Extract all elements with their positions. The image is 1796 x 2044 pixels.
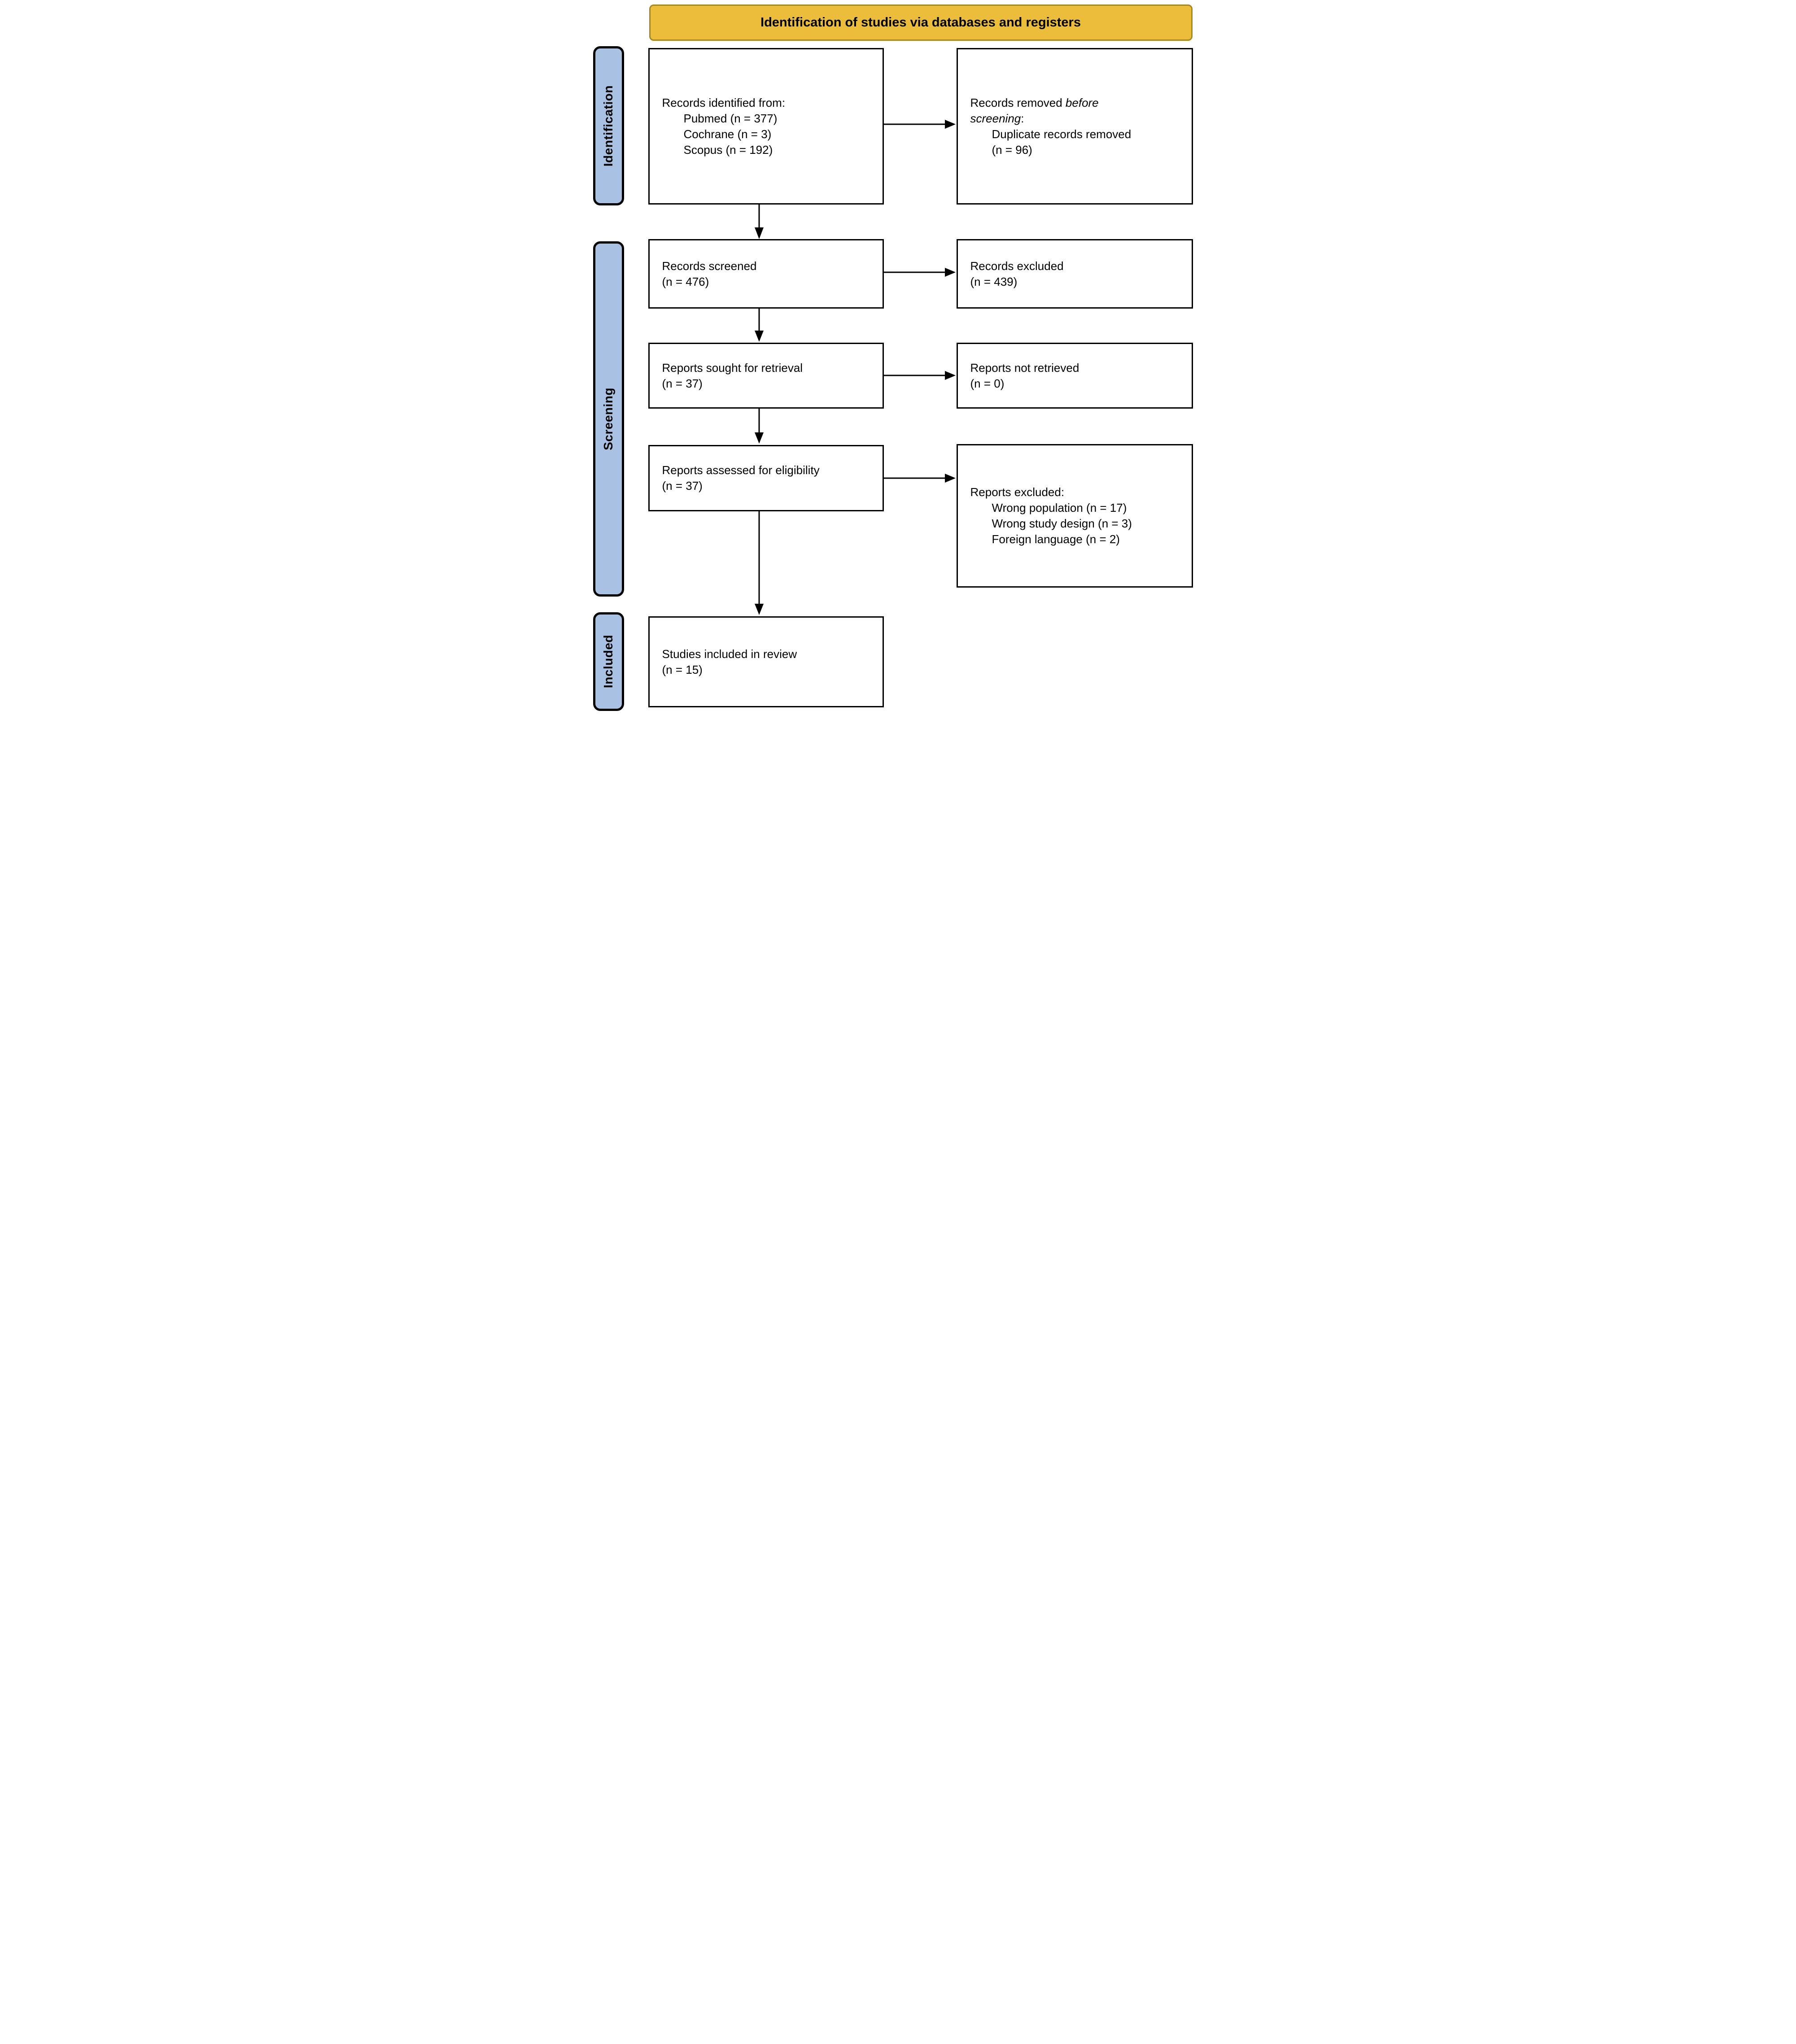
text-segment-italic: screening xyxy=(970,111,1021,125)
text-line: (n = 476) xyxy=(662,275,709,288)
arrowhead-sought-to-not-retrieved xyxy=(944,371,956,380)
text-line: Studies included in review xyxy=(662,647,797,661)
text-segment: : xyxy=(1021,111,1024,125)
text-line: Wrong study design (n = 3) xyxy=(992,517,1132,530)
text-line: Records excluded xyxy=(970,259,1064,273)
arrowhead-screened-to-sought xyxy=(754,331,764,342)
box-reports-assessed: Reports assessed for eligibility (n = 37… xyxy=(648,445,884,511)
text-segment: Records removed xyxy=(970,96,1066,109)
text-line: Records identified from: xyxy=(662,96,786,109)
stage-label-identification-text: Identification xyxy=(601,85,615,167)
banner-title-text: Identification of studies via databases … xyxy=(760,15,1081,30)
text-line: (n = 15) xyxy=(662,662,703,676)
text-line: Reports assessed for eligibility xyxy=(662,463,820,477)
box-records-removed: Records removed before screening: Duplic… xyxy=(956,48,1193,205)
box-reports-not-retrieved: Reports not retrieved (n = 0) xyxy=(956,343,1193,409)
stage-label-identification: Identification xyxy=(593,46,624,205)
text-line: Scopus (n = 192) xyxy=(683,143,773,157)
text-line: Pubmed (n = 377) xyxy=(683,111,778,125)
stage-label-included-text: Included xyxy=(601,635,615,689)
text-line: (n = 37) xyxy=(662,376,703,390)
stage-label-screening-text: Screening xyxy=(601,388,615,450)
arrowhead-assessed-to-included xyxy=(754,604,764,615)
text-line: Duplicate records removed xyxy=(992,127,1132,141)
arrowhead-identified-to-screened xyxy=(754,227,764,239)
text-line: screening: xyxy=(970,111,1185,126)
text-segment-italic: before xyxy=(1065,96,1099,109)
text-line: Records screened xyxy=(662,259,757,273)
banner-title: Identification of studies via databases … xyxy=(649,4,1193,41)
box-studies-included: Studies included in review (n = 15) xyxy=(648,616,884,707)
text-line: (n = 0) xyxy=(970,376,1005,390)
arrowhead-sought-to-assessed xyxy=(754,432,764,444)
box-records-identified: Records identified from: Pubmed (n = 377… xyxy=(648,48,884,205)
text-line: Foreign language (n = 2) xyxy=(992,532,1120,546)
arrowhead-screened-to-excluded xyxy=(944,268,956,277)
box-reports-excluded: Reports excluded: Wrong population (n = … xyxy=(956,444,1193,588)
box-records-excluded: Records excluded (n = 439) xyxy=(956,239,1193,309)
arrowhead-identified-to-removed xyxy=(944,120,956,129)
text-line: (n = 96) xyxy=(992,143,1032,157)
text-line: Wrong population (n = 17) xyxy=(992,501,1127,514)
stage-label-screening: Screening xyxy=(593,241,624,597)
text-line: Records removed before xyxy=(970,95,1185,111)
arrowhead-assessed-to-reports-excluded xyxy=(944,474,956,483)
box-records-screened: Records screened (n = 476) xyxy=(648,239,884,309)
text-line: Reports excluded: xyxy=(970,485,1065,499)
stage-label-included: Included xyxy=(593,612,624,711)
text-line: Cochrane (n = 3) xyxy=(683,127,772,141)
box-reports-sought: Reports sought for retrieval (n = 37) xyxy=(648,343,884,409)
text-line: Reports sought for retrieval xyxy=(662,361,803,375)
text-line: Reports not retrieved xyxy=(970,361,1079,375)
text-line: (n = 37) xyxy=(662,479,703,492)
prisma-flow-diagram: Identification of studies via databases … xyxy=(584,0,1212,718)
text-line: (n = 439) xyxy=(970,275,1018,288)
